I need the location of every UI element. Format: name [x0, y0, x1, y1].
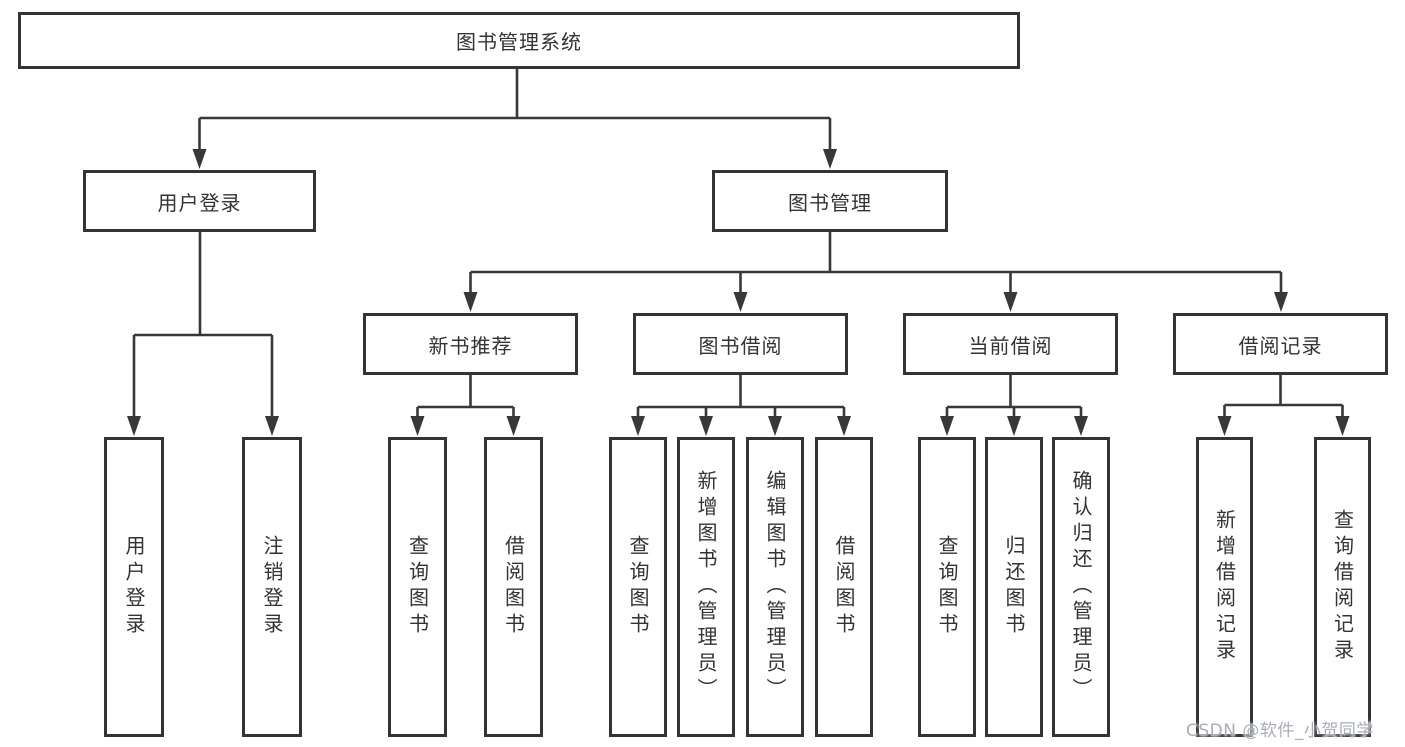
leaf-edit-book-admin: 编辑图书（管理员）	[746, 437, 804, 737]
leaf-query-books-current: 查询图书	[918, 437, 976, 737]
leaf-edit-book-admin-label: 编辑图书（管理员）	[763, 470, 787, 704]
node-user-login: 用户登录	[83, 170, 316, 232]
leaf-user-login: 用户登录	[104, 437, 164, 737]
node-current-borrow: 当前借阅	[903, 313, 1118, 375]
leaf-borrow-books-recommend-label: 借阅图书	[501, 535, 526, 639]
leaf-add-borrow-record: 新增借阅记录	[1196, 437, 1253, 737]
node-book-management: 图书管理	[712, 170, 948, 232]
leaf-return-book-label: 归还图书	[1002, 535, 1026, 639]
leaf-query-books-recommend-label: 查询图书	[405, 535, 430, 639]
leaf-borrow-book-label: 借阅图书	[832, 535, 856, 639]
leaf-borrow-book: 借阅图书	[815, 437, 873, 737]
leaf-query-books-current-label: 查询图书	[935, 535, 959, 639]
leaf-query-borrow-record: 查询借阅记录	[1314, 437, 1371, 737]
leaf-confirm-return-admin: 确认归还（管理员）	[1052, 437, 1110, 737]
leaf-add-borrow-record-label: 新增借阅记录	[1212, 509, 1237, 665]
leaf-query-books-borrow: 查询图书	[609, 437, 667, 737]
csdn-watermark: CSDN @软件_小贺同学	[1186, 721, 1374, 741]
leaf-add-book-admin-label: 新增图书（管理员）	[694, 470, 718, 704]
leaf-return-book: 归还图书	[985, 437, 1043, 737]
node-new-book-recommend: 新书推荐	[363, 313, 578, 375]
leaf-user-login-label: 用户登录	[122, 535, 146, 639]
leaf-query-books-borrow-label: 查询图书	[626, 535, 650, 639]
leaf-confirm-return-admin-label: 确认归还（管理员）	[1069, 470, 1093, 704]
leaf-logout: 注销登录	[242, 437, 302, 737]
leaf-add-book-admin: 新增图书（管理员）	[677, 437, 735, 737]
leaf-logout-label: 注销登录	[260, 535, 284, 639]
node-book-borrow: 图书借阅	[633, 313, 848, 375]
leaf-borrow-books-recommend: 借阅图书	[484, 437, 543, 737]
node-borrow-records: 借阅记录	[1173, 313, 1388, 375]
leaf-query-books-recommend: 查询图书	[388, 437, 447, 737]
node-root: 图书管理系统	[18, 12, 1020, 69]
leaf-query-borrow-record-label: 查询借阅记录	[1330, 509, 1355, 665]
